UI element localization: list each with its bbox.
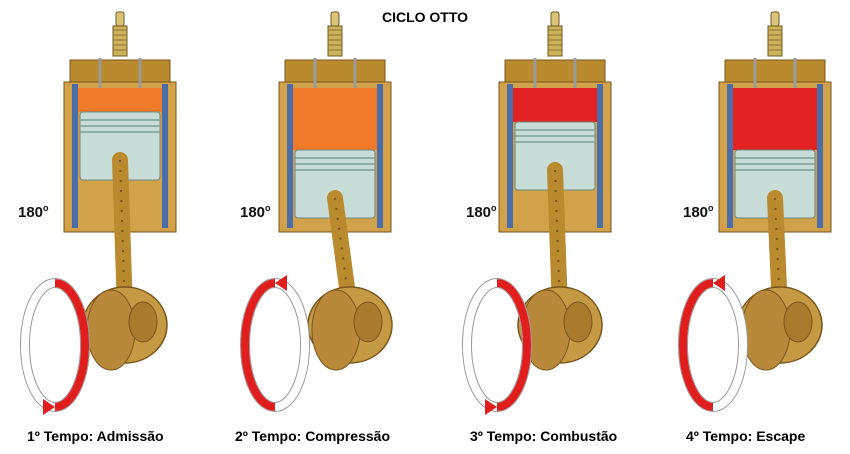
combustion-chamber-gas bbox=[513, 88, 597, 122]
combustion-chamber-gas bbox=[78, 88, 162, 112]
stroke-caption-4: 4º Tempo: Escape bbox=[686, 428, 805, 444]
combustion-chamber-gas bbox=[733, 88, 817, 150]
cylinder-wall-left bbox=[72, 84, 78, 228]
spark-plug-tip bbox=[331, 12, 339, 26]
spark-plug-tip bbox=[771, 12, 779, 26]
cylinder-head bbox=[70, 60, 170, 82]
stroke-caption-3: 3º Tempo: Combustão bbox=[470, 428, 617, 444]
angle-label-4: 180o bbox=[683, 203, 714, 221]
spark-plug-tip bbox=[116, 12, 124, 26]
crankshaft-journal bbox=[129, 302, 157, 342]
angle-label-1: 180o bbox=[18, 203, 49, 221]
cylinder-wall-left bbox=[287, 84, 293, 228]
cylinder-head bbox=[725, 60, 825, 82]
combustion-chamber-gas bbox=[293, 88, 377, 150]
crankshaft-counterweight bbox=[742, 290, 790, 370]
cylinder-wall-left bbox=[507, 84, 513, 228]
angle-label-2: 180o bbox=[240, 203, 271, 221]
stroke-caption-2: 2º Tempo: Compressão bbox=[235, 428, 390, 444]
crankshaft-journal bbox=[564, 302, 592, 342]
cylinder-wall-right bbox=[597, 84, 603, 228]
crankshaft-counterweight bbox=[312, 290, 360, 370]
cylinder-wall-right bbox=[377, 84, 383, 228]
cylinder-wall-left bbox=[727, 84, 733, 228]
crankshaft-counterweight bbox=[87, 290, 135, 370]
cylinder-wall-right bbox=[817, 84, 823, 228]
crankshaft-journal bbox=[354, 302, 382, 342]
stroke-caption-1: 1º Tempo: Admissão bbox=[27, 428, 164, 444]
spark-plug-tip bbox=[551, 12, 559, 26]
angle-label-3: 180o bbox=[466, 203, 497, 221]
crankshaft-journal bbox=[784, 302, 812, 342]
cylinder-head bbox=[505, 60, 605, 82]
cylinder-wall-right bbox=[162, 84, 168, 228]
cylinder-head bbox=[285, 60, 385, 82]
